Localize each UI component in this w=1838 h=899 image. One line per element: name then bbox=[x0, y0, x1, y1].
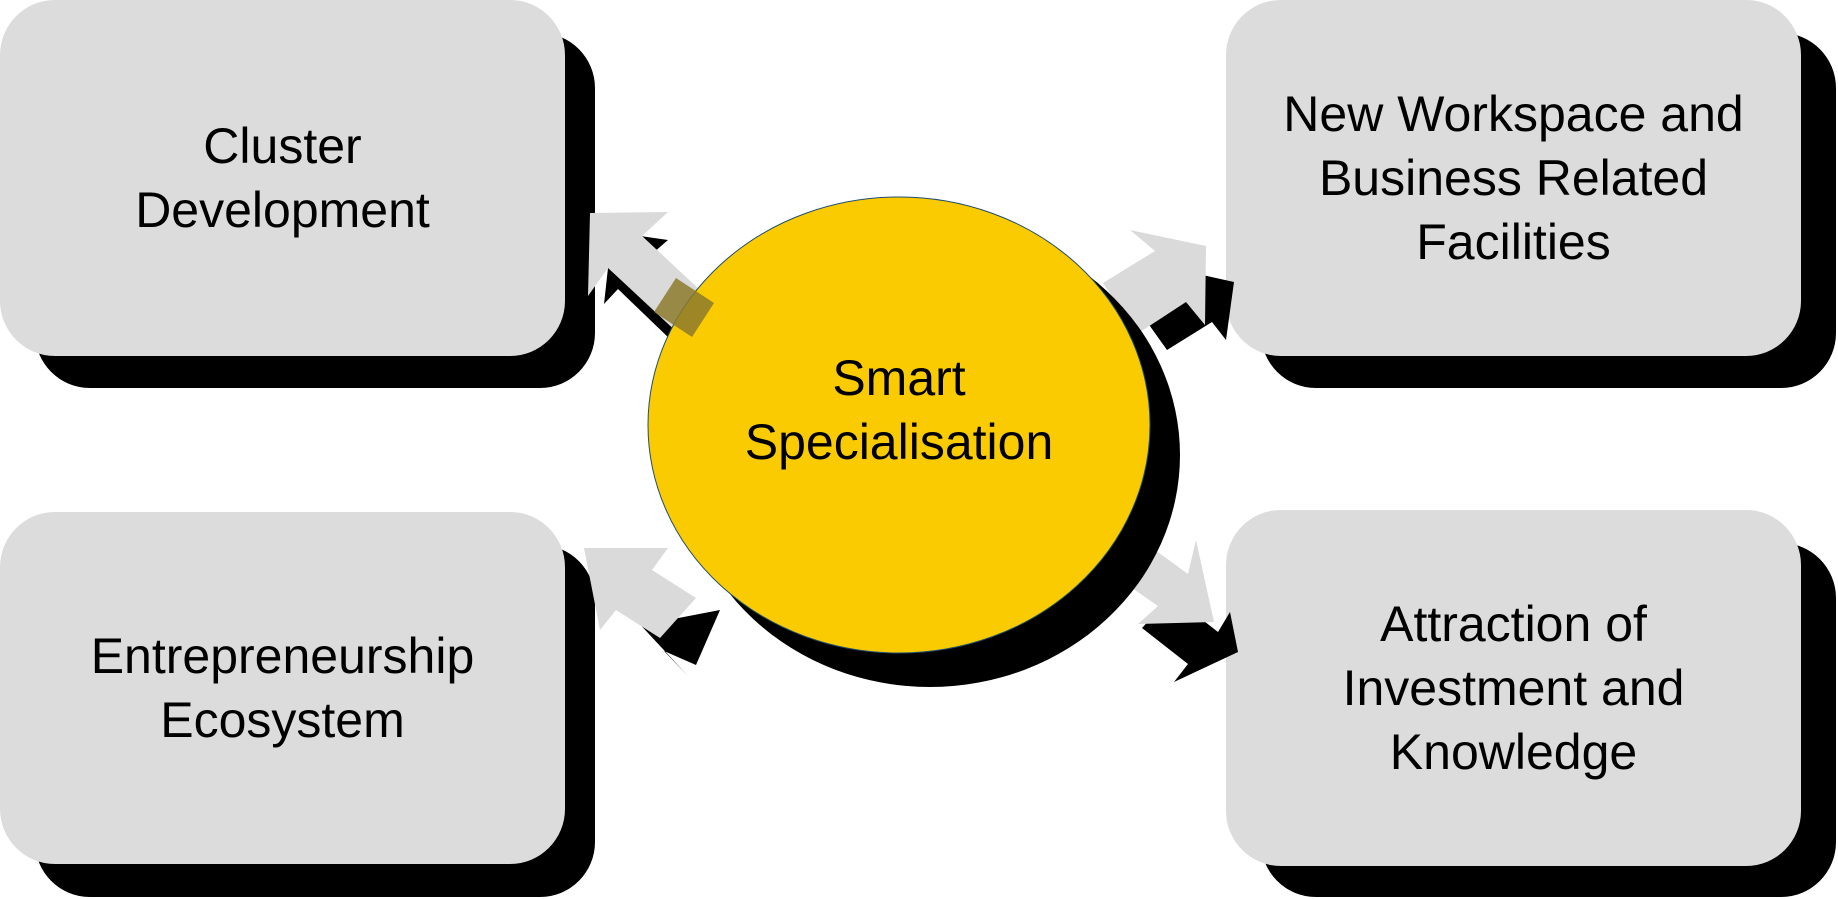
entrepreneurship-ecosystem-label: Entrepreneurship Ecosystem bbox=[90, 628, 475, 748]
arrow-top-left-tip-overlap bbox=[654, 278, 714, 337]
boxes bbox=[0, 0, 1801, 866]
new-workspace-label: New Workspace and Business Related Facil… bbox=[1283, 86, 1744, 270]
arrow-top-right-fill bbox=[1103, 230, 1206, 334]
attraction-box bbox=[1226, 510, 1801, 866]
arrow-top-right-shadow bbox=[1140, 268, 1234, 350]
entrepreneurship-box bbox=[0, 512, 565, 864]
arrow-top-right bbox=[1103, 230, 1234, 350]
workspace-box bbox=[1226, 0, 1801, 356]
attraction-investment-label: Attraction of Investment and Knowledge bbox=[1342, 596, 1685, 780]
arrow-bottom-left-fill bbox=[584, 548, 696, 638]
center-circle bbox=[647, 196, 1151, 654]
smart-specialisation-label: Smart Specialisation bbox=[744, 350, 1054, 470]
cluster-box bbox=[0, 0, 565, 356]
arrow-bottom-left bbox=[584, 548, 720, 676]
cluster-development-label: Cluster Development bbox=[135, 118, 430, 238]
